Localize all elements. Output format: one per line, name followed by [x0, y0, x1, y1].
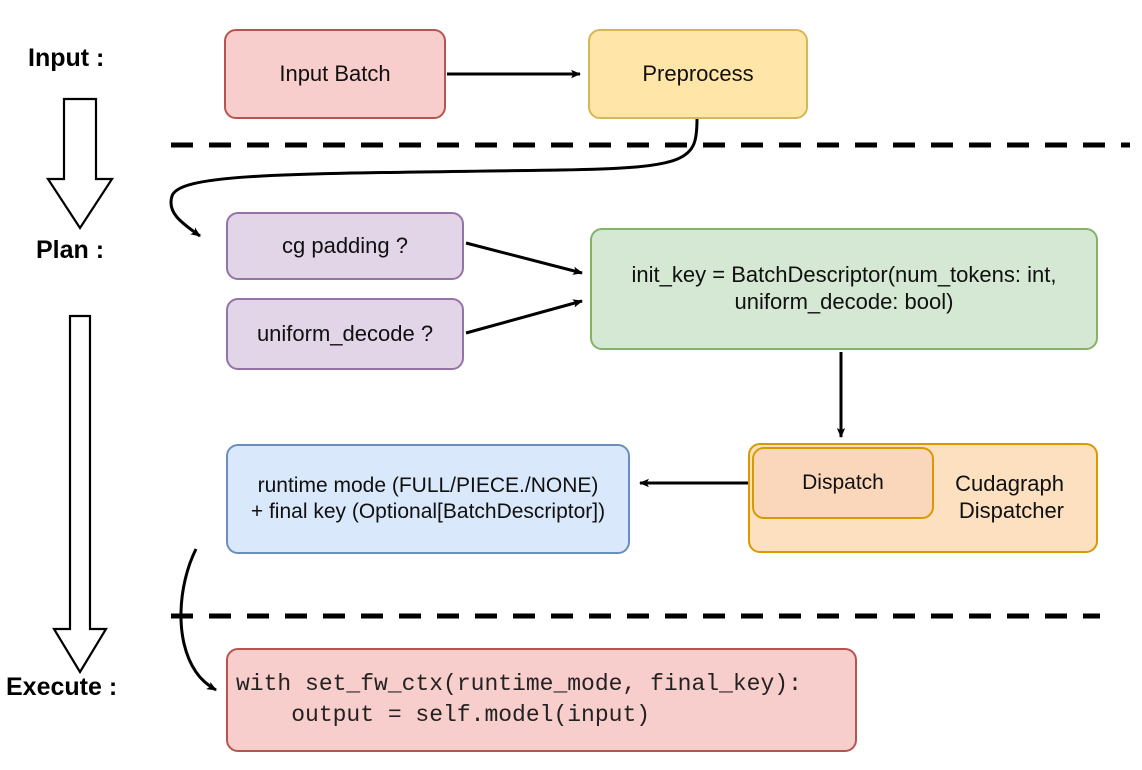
node-runtime-mode-line1: runtime mode (FULL/PIECE./NONE) — [257, 474, 599, 498]
node-cg-padding-label: cg padding ? — [282, 232, 408, 258]
code-line-1: with set_fw_ctx(runtime_mode, final_key)… — [236, 670, 802, 697]
input-to-plan-big-arrow — [45, 97, 115, 231]
edge-runtime-mode-to-code-block — [179, 548, 217, 692]
node-cg-padding[interactable]: cg padding ? — [226, 212, 464, 280]
node-code-block[interactable]: with set_fw_ctx(runtime_mode, final_key)… — [226, 648, 857, 752]
node-init-key-line1: init_key = BatchDescriptor(num_tokens: i… — [631, 262, 1057, 288]
node-preprocess-label: Preprocess — [642, 60, 754, 86]
node-input-batch[interactable]: Input Batch — [224, 29, 446, 119]
node-init-key[interactable]: init_key = BatchDescriptor(num_tokens: i… — [590, 228, 1098, 350]
stage-label-plan: Plan : — [36, 236, 105, 264]
node-dispatch[interactable]: Dispatch — [752, 447, 934, 519]
node-uniform-decode-label: uniform_decode ? — [256, 320, 434, 346]
node-cudagraph-dispatcher-line1: Cudagraph — [955, 471, 1064, 497]
node-dispatch-label: Dispatch — [802, 471, 884, 495]
node-runtime-mode-line2: + final key (Optional[BatchDescriptor]) — [250, 500, 606, 523]
node-preprocess[interactable]: Preprocess — [588, 29, 808, 119]
node-init-key-line2: uniform_decode: bool) — [734, 289, 954, 314]
edge-cg-padding-to-init-key — [465, 241, 583, 275]
edge-uniform-decode-to-init-key — [465, 299, 583, 335]
node-input-batch-label: Input Batch — [279, 60, 391, 86]
stage-label-input: Input : — [28, 44, 105, 72]
plan-to-execute-big-arrow — [52, 314, 108, 675]
node-runtime-mode[interactable]: runtime mode (FULL/PIECE./NONE) + final … — [226, 444, 630, 554]
code-line-2: output = self.model(input) — [236, 702, 651, 728]
stage-label-execute: Execute : — [6, 673, 118, 701]
node-cudagraph-dispatcher-line2: Dispatcher — [958, 498, 1064, 523]
node-uniform-decode[interactable]: uniform_decode ? — [226, 298, 464, 370]
